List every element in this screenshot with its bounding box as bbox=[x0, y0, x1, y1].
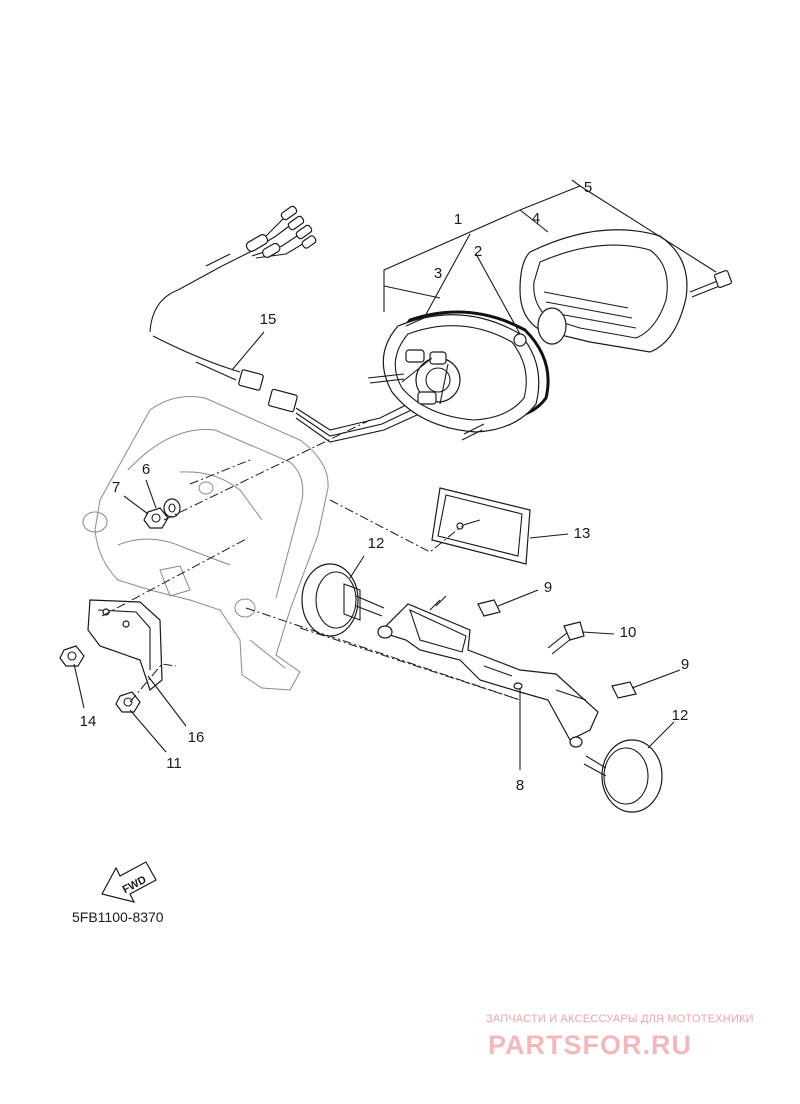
label-part-3: 3 bbox=[434, 265, 442, 282]
label-part-4: 4 bbox=[532, 210, 540, 227]
fwd-arrow-icon: FWD bbox=[101, 861, 157, 903]
label-part-1: 1 bbox=[454, 211, 462, 228]
label-part-2: 2 bbox=[474, 243, 482, 260]
label-part-7: 7 bbox=[112, 479, 120, 496]
nut-7 bbox=[143, 507, 169, 529]
leader-lines bbox=[73, 179, 717, 770]
lens-cover bbox=[519, 229, 733, 353]
screw-10 bbox=[547, 621, 585, 655]
rear-fender-outline bbox=[82, 396, 329, 691]
label-part-14: 14 bbox=[80, 713, 97, 730]
label-part-8: 8 bbox=[516, 777, 524, 794]
nut-11 bbox=[115, 691, 141, 713]
watermark-tagline: ЗАПЧАСТИ И АКСЕССУАРЫ ДЛЯ МОТОТЕХНИКИ bbox=[486, 1013, 754, 1025]
wire-harness bbox=[149, 205, 429, 443]
label-part-5: 5 bbox=[584, 179, 592, 196]
label-part-13: 13 bbox=[574, 525, 591, 542]
label-part-9-lower: 9 bbox=[681, 656, 689, 673]
watermark-logo: PARTSFOR.RU bbox=[488, 1030, 692, 1060]
label-part-12-right: 12 bbox=[672, 707, 689, 724]
drawing-code: 5FB1100-8370 bbox=[72, 909, 164, 925]
label-part-11: 11 bbox=[166, 755, 182, 772]
turn-signal-left bbox=[301, 563, 385, 637]
nut-14 bbox=[59, 645, 85, 667]
license-plate-bracket bbox=[87, 599, 163, 692]
label-part-9-upper: 9 bbox=[544, 579, 552, 596]
reflector bbox=[431, 487, 531, 565]
label-part-12-left: 12 bbox=[368, 535, 385, 552]
label-part-15: 15 bbox=[260, 311, 277, 328]
bracket bbox=[377, 595, 599, 748]
grommet-9-upper bbox=[477, 599, 501, 617]
label-part-10: 10 bbox=[620, 624, 637, 641]
washer-6 bbox=[163, 498, 181, 518]
label-part-16: 16 bbox=[188, 729, 205, 746]
taillight-housing bbox=[367, 310, 550, 441]
label-part-6: 6 bbox=[142, 461, 150, 478]
assembly-lines bbox=[101, 419, 521, 703]
grommet-9-lower bbox=[611, 681, 637, 699]
turn-signal-right bbox=[583, 739, 663, 813]
